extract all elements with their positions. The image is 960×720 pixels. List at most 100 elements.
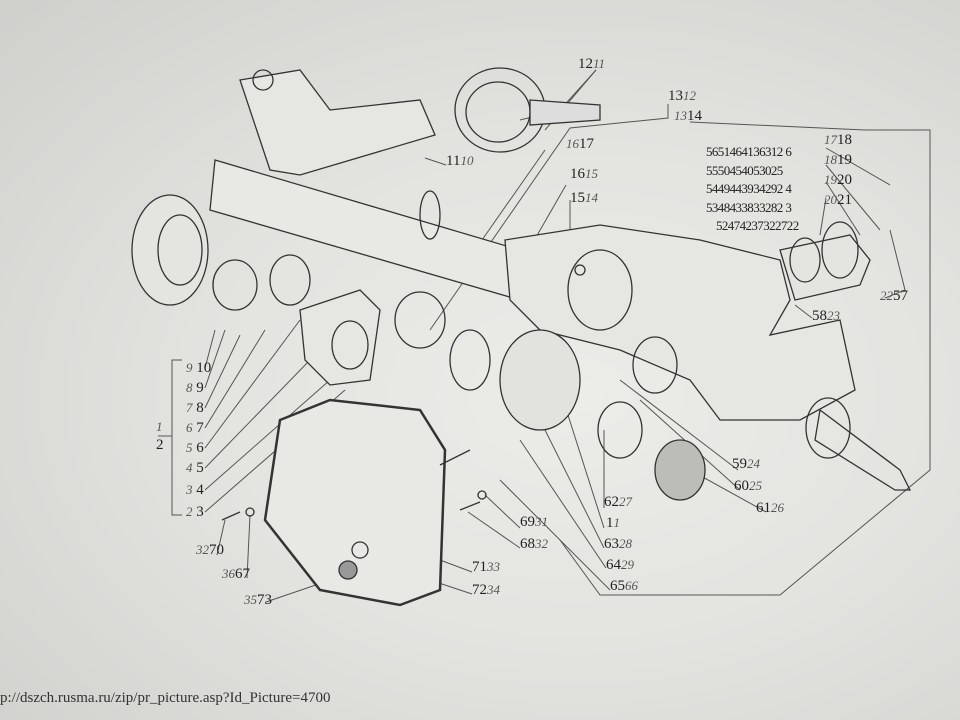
label-main: 64 bbox=[606, 557, 621, 573]
number-row: 5348433833282 3 bbox=[706, 199, 792, 215]
label-62: 6227 bbox=[604, 494, 632, 510]
label-main: 58 bbox=[812, 308, 827, 324]
label-main: 9 bbox=[196, 380, 204, 396]
number-row: 52474237322722 bbox=[716, 218, 799, 233]
label-main: 60 bbox=[734, 478, 749, 494]
label-main: 16 bbox=[570, 166, 585, 182]
label-22: 2257 bbox=[880, 288, 908, 304]
label-sub: 23 bbox=[827, 308, 840, 323]
label-sub: 17 bbox=[824, 132, 837, 147]
label-7: 7 8 bbox=[186, 400, 204, 416]
label-sub: 7 bbox=[186, 400, 193, 415]
label-main: 20 bbox=[837, 172, 852, 188]
label-sub: 13 bbox=[674, 108, 687, 123]
label-sub: 2 bbox=[186, 504, 193, 519]
label-main: 14 bbox=[687, 108, 702, 124]
label-sub: 24 bbox=[747, 456, 760, 471]
label-17: 1718 bbox=[824, 132, 852, 148]
label-main: 69 bbox=[520, 514, 535, 530]
label-main: 70 bbox=[209, 542, 224, 558]
housing-cover bbox=[263, 398, 447, 607]
label-main: 15 bbox=[570, 190, 585, 206]
label-main: 19 bbox=[837, 152, 852, 168]
label-sub: 22 bbox=[880, 288, 893, 303]
source-url-caption: p://dszch.rusma.ru/zip/pr_picture.asp?Id… bbox=[0, 690, 331, 706]
differential-gears bbox=[131, 194, 821, 501]
label-3: 3 4 bbox=[186, 482, 204, 498]
differential-housing bbox=[504, 221, 912, 491]
label-sub: 20 bbox=[824, 192, 837, 207]
label-16b: 1615 bbox=[570, 166, 598, 182]
label-main: 57 bbox=[893, 288, 908, 304]
label-65: 6566 bbox=[610, 578, 638, 594]
ring-gear bbox=[454, 67, 601, 153]
label-35: 3573 bbox=[244, 592, 272, 608]
number-row: 5449443934292 4 bbox=[706, 181, 792, 196]
label-main: 21 bbox=[837, 192, 852, 208]
label-69: 6931 bbox=[520, 514, 548, 530]
label-sub: 12 bbox=[683, 88, 696, 103]
label-8: 8 9 bbox=[186, 380, 204, 396]
label-main: 8 bbox=[196, 400, 204, 416]
label-main: 6 bbox=[196, 440, 204, 456]
label-sub: 32 bbox=[535, 536, 548, 551]
label-main: 65 bbox=[610, 578, 625, 594]
label-sub: 33 bbox=[487, 559, 500, 574]
label-sub: 29 bbox=[621, 557, 634, 572]
bolts bbox=[221, 449, 487, 521]
label-main: 67 bbox=[235, 566, 250, 582]
label-main: 71 bbox=[472, 559, 487, 575]
label-sub: 3 bbox=[186, 482, 193, 497]
label-18: 1819 bbox=[824, 152, 852, 168]
label-main: 17 bbox=[579, 136, 594, 152]
label-sub: 18 bbox=[824, 152, 837, 167]
label-main: 61 bbox=[756, 500, 771, 516]
label-main: 59 bbox=[732, 456, 747, 472]
label-sub: 1 bbox=[156, 419, 163, 434]
label-sub: 11 bbox=[593, 56, 606, 71]
label-sub: 66 bbox=[625, 578, 638, 593]
label-main: 11 bbox=[446, 153, 461, 169]
label-sub: 8 bbox=[186, 380, 193, 395]
label-63: 6328 bbox=[604, 536, 632, 552]
label-13a: 1312 bbox=[668, 88, 696, 104]
label-sub: 32 bbox=[196, 542, 209, 557]
label-58: 5823 bbox=[812, 308, 840, 324]
label-sub: 31 bbox=[535, 514, 548, 529]
label-sub: 19 bbox=[824, 172, 837, 187]
label-64: 6429 bbox=[606, 557, 634, 573]
number-row: 5651464136312 6 bbox=[706, 144, 792, 159]
label-sub: 25 bbox=[749, 478, 762, 493]
label-11: 1110 bbox=[446, 153, 473, 169]
label-15: 1514 bbox=[570, 190, 598, 206]
label-main: 12 bbox=[578, 56, 593, 72]
label-main: 5 bbox=[196, 460, 204, 476]
label-59: 5924 bbox=[732, 456, 760, 472]
label-main: 4 bbox=[196, 482, 204, 498]
label-20: 2021 bbox=[824, 192, 852, 208]
label-12: 1211 bbox=[578, 56, 605, 72]
label-sub: 9 bbox=[186, 360, 193, 375]
label-main: 10 bbox=[196, 360, 212, 376]
label-36: 3667 bbox=[222, 566, 250, 582]
label-sub: 5 bbox=[186, 440, 193, 455]
label-main: 63 bbox=[604, 536, 619, 552]
label-main: 3 bbox=[196, 504, 204, 520]
label-71: 7133 bbox=[472, 559, 500, 575]
label-1: 11 bbox=[606, 515, 620, 531]
label-5: 5 6 bbox=[186, 440, 204, 456]
label-61: 6126 bbox=[756, 500, 784, 516]
label-sub: 36 bbox=[222, 566, 235, 581]
label-68: 6832 bbox=[520, 536, 548, 552]
label-16a: 1617 bbox=[566, 136, 594, 152]
number-block: 5651464136312 6 5550454053025 5449443934… bbox=[706, 143, 799, 236]
label-main: 72 bbox=[472, 582, 487, 598]
label-sub: 4 bbox=[186, 460, 193, 475]
label-sub: 15 bbox=[585, 166, 598, 181]
label-sub: 27 bbox=[619, 494, 632, 509]
label-main: 7 bbox=[196, 420, 204, 436]
label-main: 73 bbox=[257, 592, 272, 608]
label-sub: 1 bbox=[613, 515, 621, 530]
label-main: 18 bbox=[837, 132, 852, 148]
